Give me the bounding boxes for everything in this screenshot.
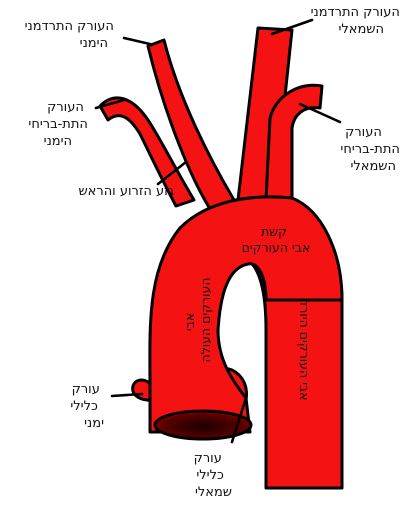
- leader-left-subclavian: [298, 102, 342, 124]
- label-left-subclavian: העורק התת-בריחי השמאלי: [340, 125, 404, 174]
- label-brachiocephalic-trunk: גזע הזרוע והראש: [78, 184, 174, 199]
- leader-right-subclavian: [94, 98, 126, 110]
- label-left-common-carotid: העורק התרדמני השמאלי: [311, 5, 404, 37]
- leader-left-coronary: [230, 396, 248, 444]
- label-right-coronary: עורק כלילי ימני: [70, 382, 104, 431]
- right-subclavian-artery: [98, 96, 196, 208]
- label-right-subclavian: העורק התת-בריחי הימני: [28, 100, 92, 149]
- aortic-arch: [148, 195, 344, 434]
- label-aortic-arch: קשת אבי העורקים: [242, 224, 311, 255]
- label-ascending-aorta: אבי העורקים העולה: [182, 277, 213, 362]
- label-descending-aorta: אבי העורקים היורד: [297, 300, 312, 401]
- svg-text:אבי העורקים העולה: אבי העורקים העולה: [182, 277, 213, 362]
- label-right-common-carotid: העורק התרדמני הימני: [25, 19, 118, 51]
- aortic-root-opening: [153, 409, 253, 441]
- label-left-coronary: עורק כלילי שמאלי: [194, 451, 232, 500]
- svg-text:אבי העורקים היורד: אבי העורקים היורד: [297, 300, 312, 401]
- leader-brachiocephalic: [156, 160, 188, 186]
- leader-right-common-carotid: [122, 36, 152, 46]
- left-subclavian-artery: [264, 83, 324, 202]
- leader-right-coronary: [110, 392, 144, 398]
- leader-left-common-carotid: [270, 18, 314, 36]
